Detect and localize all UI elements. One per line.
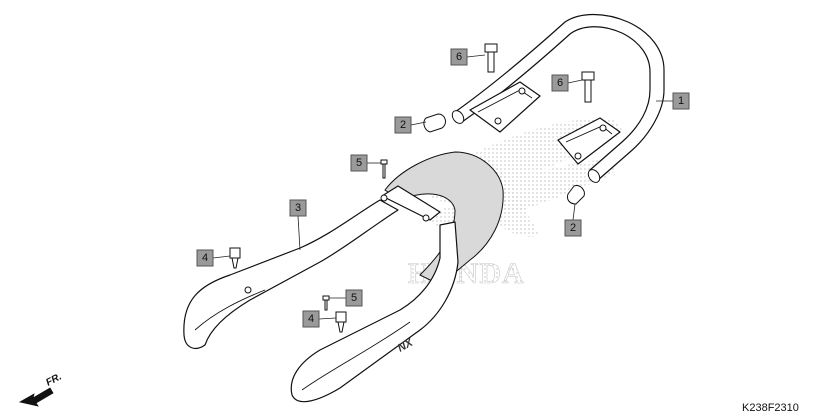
svg-text:4: 4 xyxy=(308,313,314,325)
clip-4-bottom xyxy=(335,311,347,333)
callout-6-right: 6 xyxy=(551,74,569,92)
svg-text:6: 6 xyxy=(456,51,462,63)
side-cover-left xyxy=(183,194,399,349)
diagram-code: K238F2310 xyxy=(742,402,799,414)
front-direction-label: FR. xyxy=(44,371,63,388)
callout-5-bottom: 5 xyxy=(345,289,363,307)
callout-5-top: 5 xyxy=(350,154,368,172)
end-cap-left xyxy=(423,113,446,133)
svg-text:2: 2 xyxy=(400,119,406,131)
callout-2-right: 2 xyxy=(564,219,582,237)
callout-2-left: 2 xyxy=(394,116,412,134)
svg-text:2: 2 xyxy=(570,222,576,234)
callout-1: 1 xyxy=(672,92,690,110)
callout-3: 3 xyxy=(289,199,307,217)
callout-6-left: 6 xyxy=(450,48,468,66)
screw-5-top xyxy=(380,159,388,179)
bolt-6-right xyxy=(581,71,595,103)
svg-text:5: 5 xyxy=(351,292,357,304)
rear-seat-cowl xyxy=(381,151,504,286)
screw-5-bottom xyxy=(322,295,330,311)
front-direction-arrow: FR. xyxy=(18,371,64,407)
grab-rail xyxy=(451,13,665,183)
clip-4-top xyxy=(229,247,241,269)
callout-4-top: 4 xyxy=(196,249,214,267)
svg-text:5: 5 xyxy=(356,157,362,169)
leader-lines xyxy=(212,54,673,320)
end-cap-right xyxy=(567,185,585,205)
svg-text:4: 4 xyxy=(202,252,208,264)
callout-4-bottom: 4 xyxy=(302,310,320,328)
bolt-6-left xyxy=(484,43,498,73)
svg-text:1: 1 xyxy=(678,95,684,107)
svg-text:3: 3 xyxy=(295,202,301,214)
svg-text:6: 6 xyxy=(557,77,563,89)
